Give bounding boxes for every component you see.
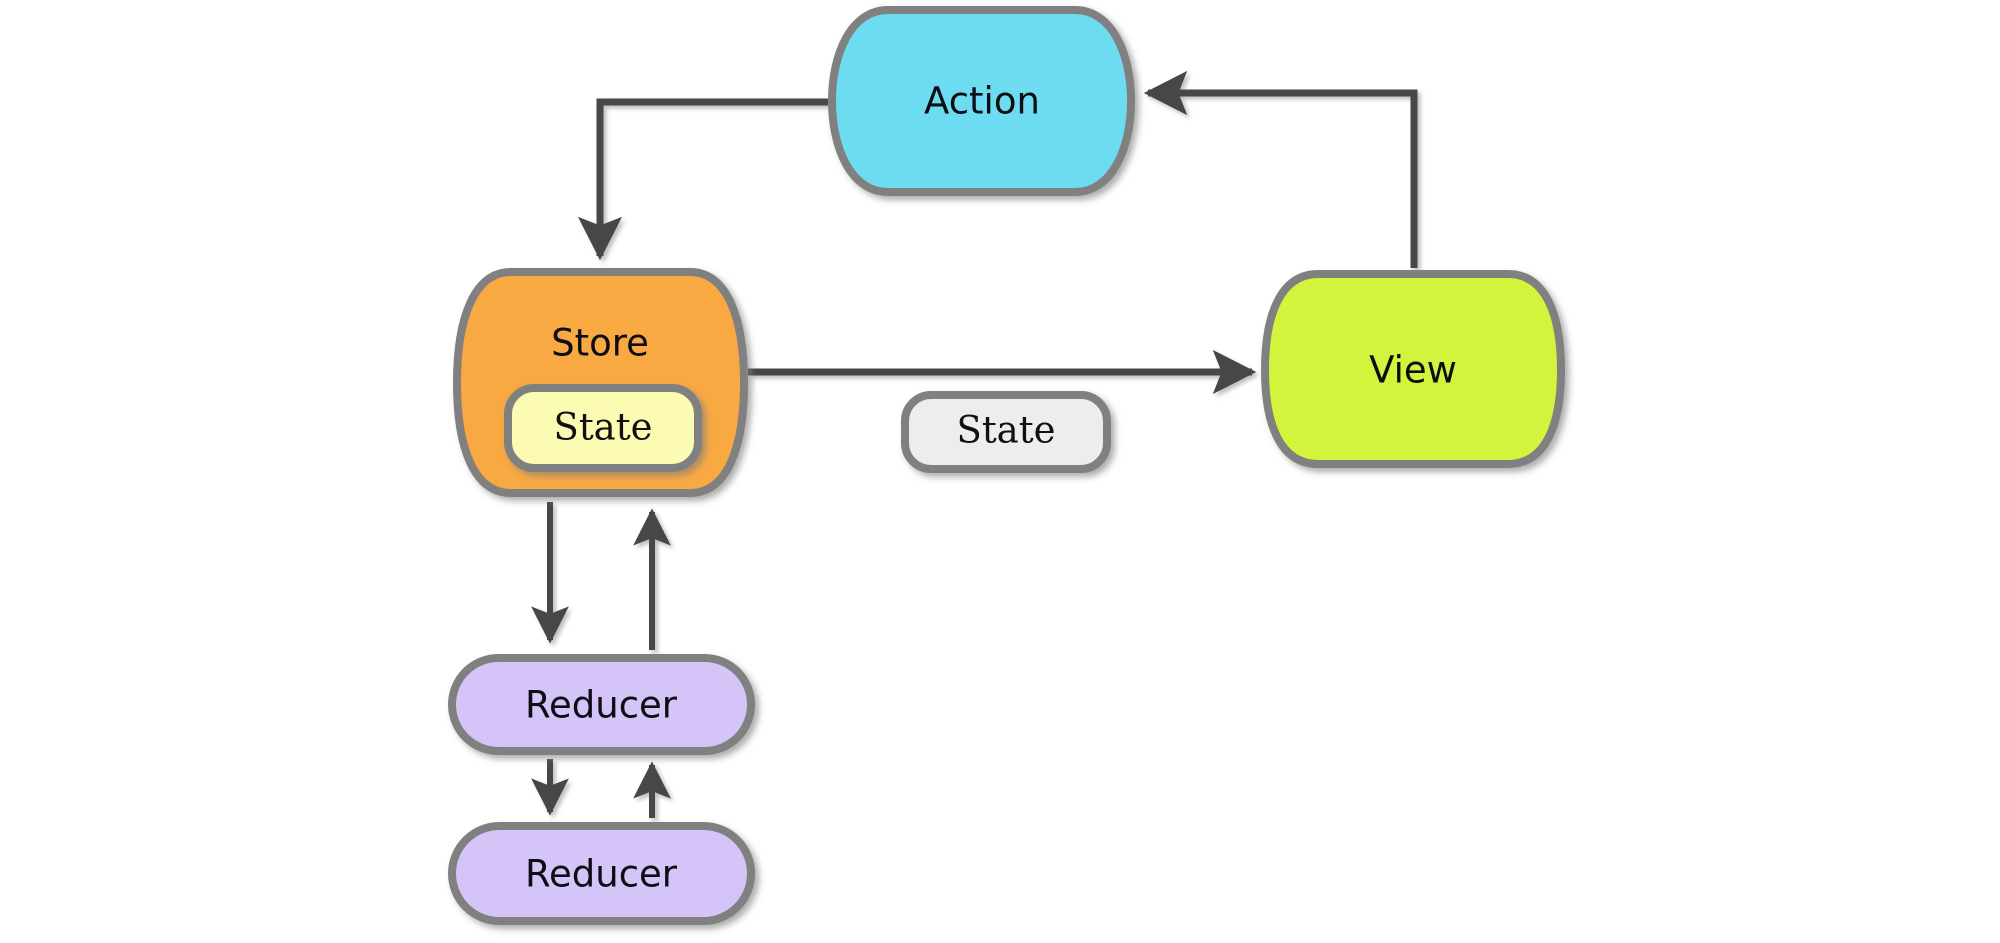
node-reducer-2[interactable]: Reducer: [448, 822, 755, 925]
edge-layer: [531, 70, 1418, 818]
node-action[interactable]: Action: [828, 6, 1135, 196]
node-reducer-1[interactable]: Reducer: [448, 654, 755, 755]
node-store[interactable]: Store State: [453, 268, 748, 497]
view-shape[interactable]: [1261, 270, 1565, 468]
edge-action-to-store: [577, 98, 828, 261]
store-state-shape[interactable]: [504, 384, 702, 472]
wire-state-shape[interactable]: [901, 391, 1111, 473]
node-view[interactable]: View: [1261, 270, 1565, 468]
reducer-2-shape[interactable]: [448, 822, 755, 925]
action-shape[interactable]: [828, 6, 1135, 196]
reducer-1-shape[interactable]: [448, 654, 755, 755]
node-wire-state[interactable]: State: [901, 391, 1111, 473]
edge-view-to-action: [1143, 70, 1418, 268]
